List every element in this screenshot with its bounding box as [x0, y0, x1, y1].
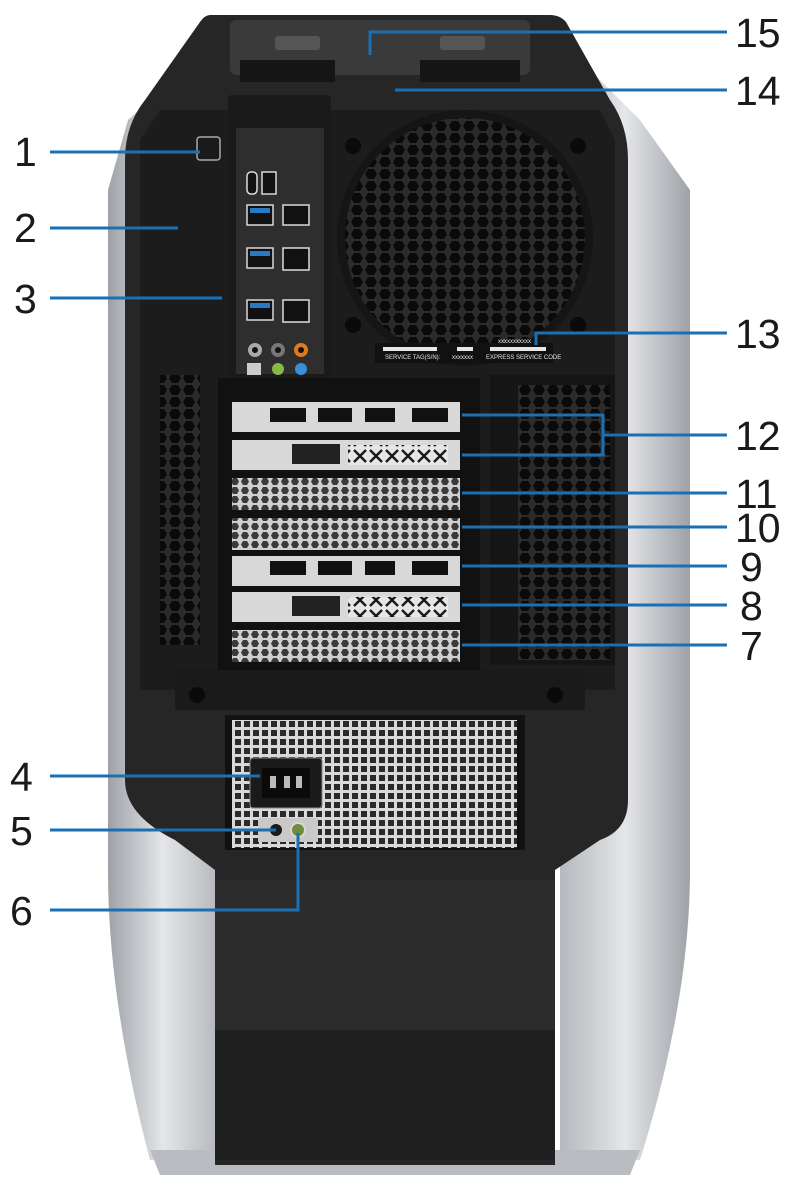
expansion-slots — [218, 378, 480, 670]
callout-13: 13 — [735, 311, 781, 357]
callout-8: 8 — [740, 583, 763, 629]
service-tag-caption: SERVICE TAG(S/N): — [385, 355, 441, 361]
leader-15 — [368, 30, 727, 55]
callout-14: 14 — [735, 68, 781, 114]
rear-io-panel — [228, 95, 331, 380]
audio-jacks — [247, 343, 308, 375]
callout-3: 3 — [14, 276, 37, 322]
lower-body — [215, 880, 555, 1030]
callout-15: 15 — [735, 10, 781, 56]
callout-numbers: 1 2 3 4 5 6 7 8 9 10 11 12 13 14 15 — [10, 10, 781, 934]
usb-c-port — [246, 171, 258, 195]
callout-9: 9 — [740, 544, 763, 590]
leader-lines — [50, 30, 727, 912]
callout-10: 10 — [735, 505, 781, 551]
callout-12: 12 — [735, 413, 781, 459]
rear-fan — [337, 110, 593, 366]
service-tag-label: SERVICE TAG(S/N): xxxxxxx xxxxxxxxxxx EX… — [375, 339, 561, 363]
leader-13 — [534, 331, 727, 345]
callout-6: 6 — [10, 888, 33, 934]
slot-7-cover — [232, 630, 460, 662]
ethernet-port — [282, 247, 310, 271]
power-button[interactable] — [196, 136, 221, 161]
slot-11-cover — [232, 478, 460, 510]
ethernet-port — [282, 299, 310, 323]
usb-ports — [246, 171, 310, 321]
power-supply — [175, 670, 585, 850]
callout-11: 11 — [735, 471, 778, 517]
callout-7: 7 — [740, 623, 763, 669]
express-code-caption: EXPRESS SERVICE CODE — [486, 355, 561, 361]
service-tag-value: xxxxxxx — [452, 355, 473, 361]
callout-1: 1 — [14, 129, 37, 175]
express-code-value: xxxxxxxxxxx — [498, 339, 531, 345]
callout-5: 5 — [10, 808, 33, 854]
leader-6 — [50, 833, 300, 912]
left-side-vent — [160, 375, 200, 645]
callout-4: 4 — [10, 754, 33, 800]
slot-10-cover — [232, 518, 460, 550]
callout-2: 2 — [14, 205, 37, 251]
